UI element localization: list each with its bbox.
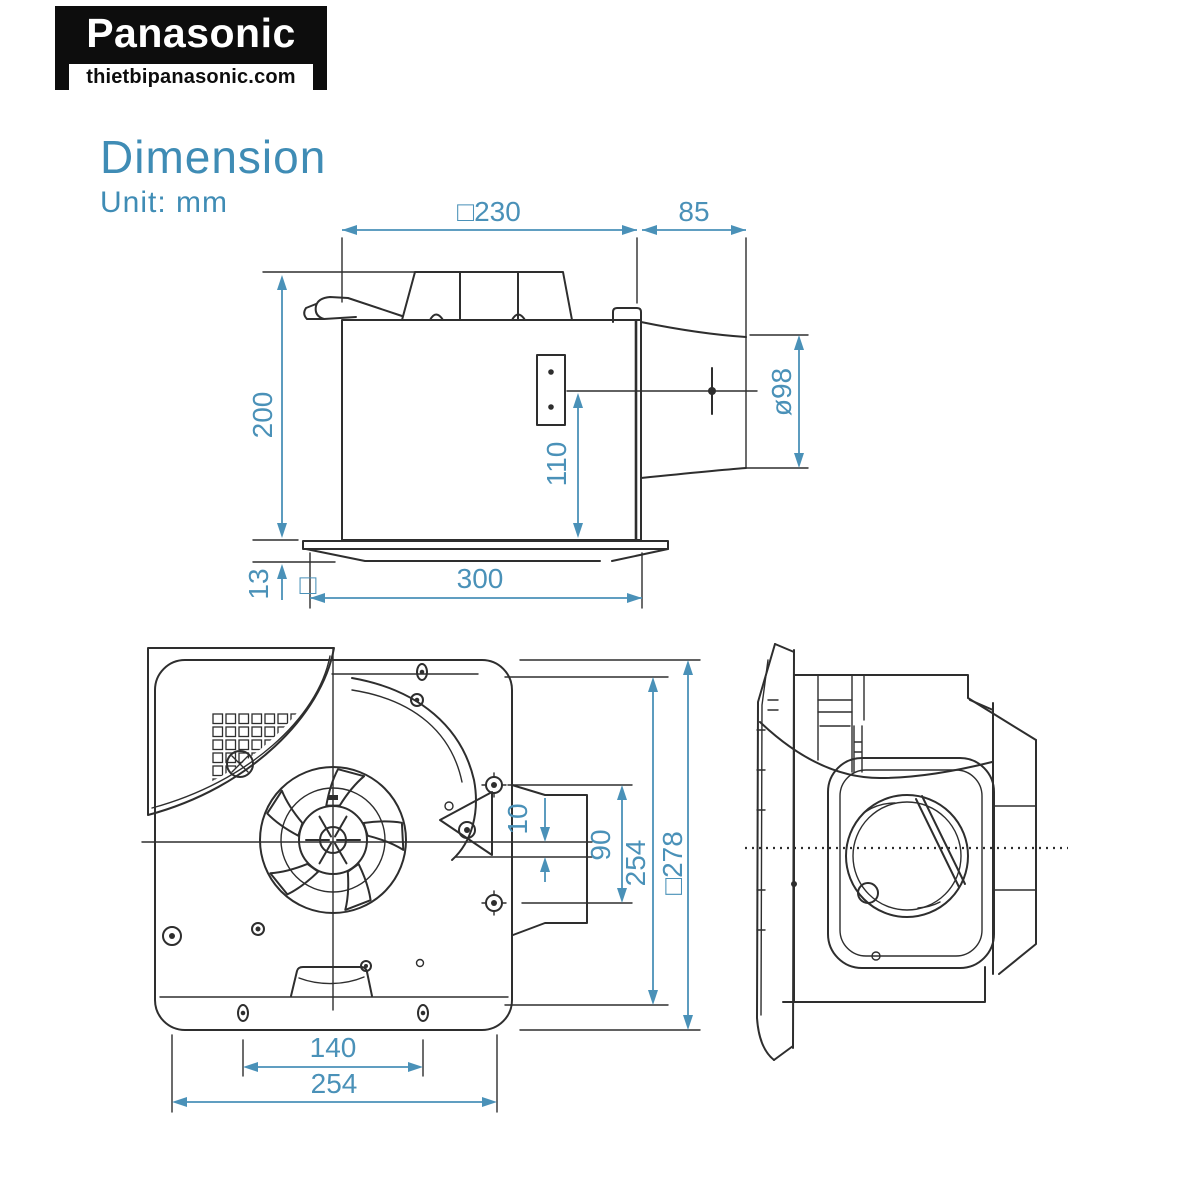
side-view-2-drawing bbox=[745, 643, 1068, 1061]
mounting-bracket bbox=[303, 296, 403, 320]
dim-label-duct-center-height: 110 bbox=[541, 442, 572, 487]
grille-grid-pattern bbox=[212, 713, 328, 806]
dim-label-outlet-width: 90 bbox=[585, 829, 616, 860]
dim-label-flange-thickness: 13 bbox=[243, 568, 274, 599]
front-view-drawing: 10 90 254 □278 140 254 bbox=[141, 647, 701, 1113]
ceiling-flange bbox=[302, 540, 669, 550]
fan-body-side bbox=[341, 319, 642, 541]
page-title: Dimension bbox=[100, 131, 327, 183]
outlet-face bbox=[791, 757, 995, 969]
dim-label-body-square: □278 bbox=[657, 831, 688, 895]
dim-label-duct-diameter: ø98 bbox=[766, 368, 797, 416]
grille-corner bbox=[147, 647, 335, 816]
mounting-screws bbox=[162, 663, 507, 1022]
dim-label-body-height: 200 bbox=[247, 392, 278, 439]
dim-label-duct-length: 85 bbox=[678, 196, 709, 227]
dim-label-mounting-hole-pitch: 140 bbox=[310, 1032, 357, 1063]
dim-label-body-width: □230 bbox=[457, 196, 521, 227]
housing-side bbox=[759, 674, 1037, 1003]
junction-box bbox=[401, 271, 573, 321]
unit-label: Unit: mm bbox=[100, 186, 228, 219]
dim-label-flange-width: 300 bbox=[457, 563, 504, 594]
side-view-drawing: □230 85 200 ø98 110 13 300 □ bbox=[243, 196, 809, 609]
fan-wheel bbox=[259, 766, 407, 914]
duct-outline bbox=[640, 321, 747, 338]
dim-label-center-offset: 10 bbox=[502, 803, 533, 834]
damper-flap bbox=[915, 795, 966, 888]
dim-label-mounting-pitch: 254 bbox=[620, 840, 651, 887]
terminal-plate bbox=[536, 354, 566, 426]
panasonic-logo-text: Panasonic bbox=[86, 10, 296, 56]
volute-curve bbox=[351, 677, 477, 861]
duct-stub-front bbox=[511, 784, 588, 936]
website-strip: thietbipanasonic.com bbox=[69, 64, 313, 90]
dim-label-panel-width: 254 bbox=[311, 1068, 358, 1099]
latch bbox=[290, 966, 373, 997]
motor-bracket bbox=[439, 791, 493, 856]
panasonic-logo: Panasonic thietbipanasonic.com bbox=[55, 6, 327, 90]
square-symbol: □ bbox=[300, 569, 317, 600]
website-text: thietbipanasonic.com bbox=[86, 65, 296, 88]
front-panel-edge bbox=[756, 643, 795, 1061]
